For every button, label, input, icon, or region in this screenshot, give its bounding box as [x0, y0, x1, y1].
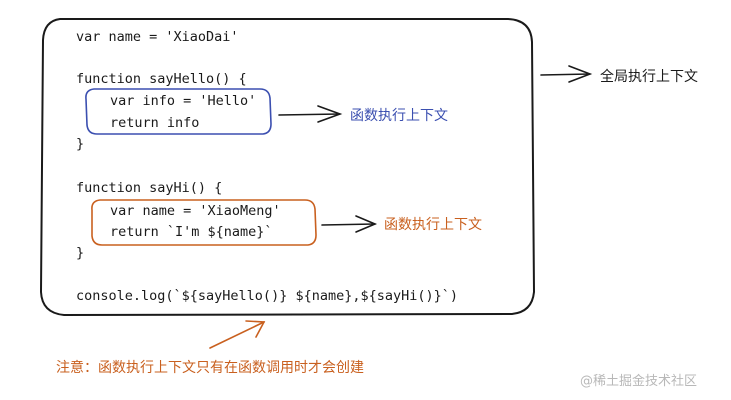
- code-line-hi-1: var name = 'XiaoMeng': [110, 203, 281, 219]
- global-context-box: [40, 18, 535, 316]
- watermark: @稀土掘金技术社区: [580, 374, 698, 389]
- code-line-console: console.log(`${sayHello()} ${name},${say…: [76, 288, 459, 304]
- note-arrow: [209, 320, 266, 349]
- code-line-hello-1: var info = 'Hello': [110, 93, 257, 109]
- code-line-fn-hello: function sayHello() {: [76, 71, 247, 87]
- global-context-label: 全局执行上下文: [600, 69, 698, 85]
- hello-context-box: [85, 88, 272, 135]
- note-text: 注意：函数执行上下文只有在函数调用时才会创建: [56, 360, 364, 376]
- code-line-hi-2: return `I'm ${name}`: [110, 224, 273, 240]
- hi-context-label: 函数执行上下文: [384, 217, 482, 233]
- hello-context-label: 函数执行上下文: [350, 108, 448, 124]
- hello-arrow: [278, 105, 343, 123]
- code-line-fn-hi: function sayHi() {: [76, 180, 223, 196]
- global-arrow: [540, 65, 593, 83]
- code-line-hello-close: }: [76, 136, 85, 152]
- hi-arrow: [321, 215, 378, 233]
- code-line-var: var name = 'XiaoDai': [76, 29, 239, 45]
- code-line-hi-close: }: [76, 245, 85, 261]
- code-line-hello-2: return info: [110, 115, 200, 131]
- hi-context-box: [91, 199, 317, 246]
